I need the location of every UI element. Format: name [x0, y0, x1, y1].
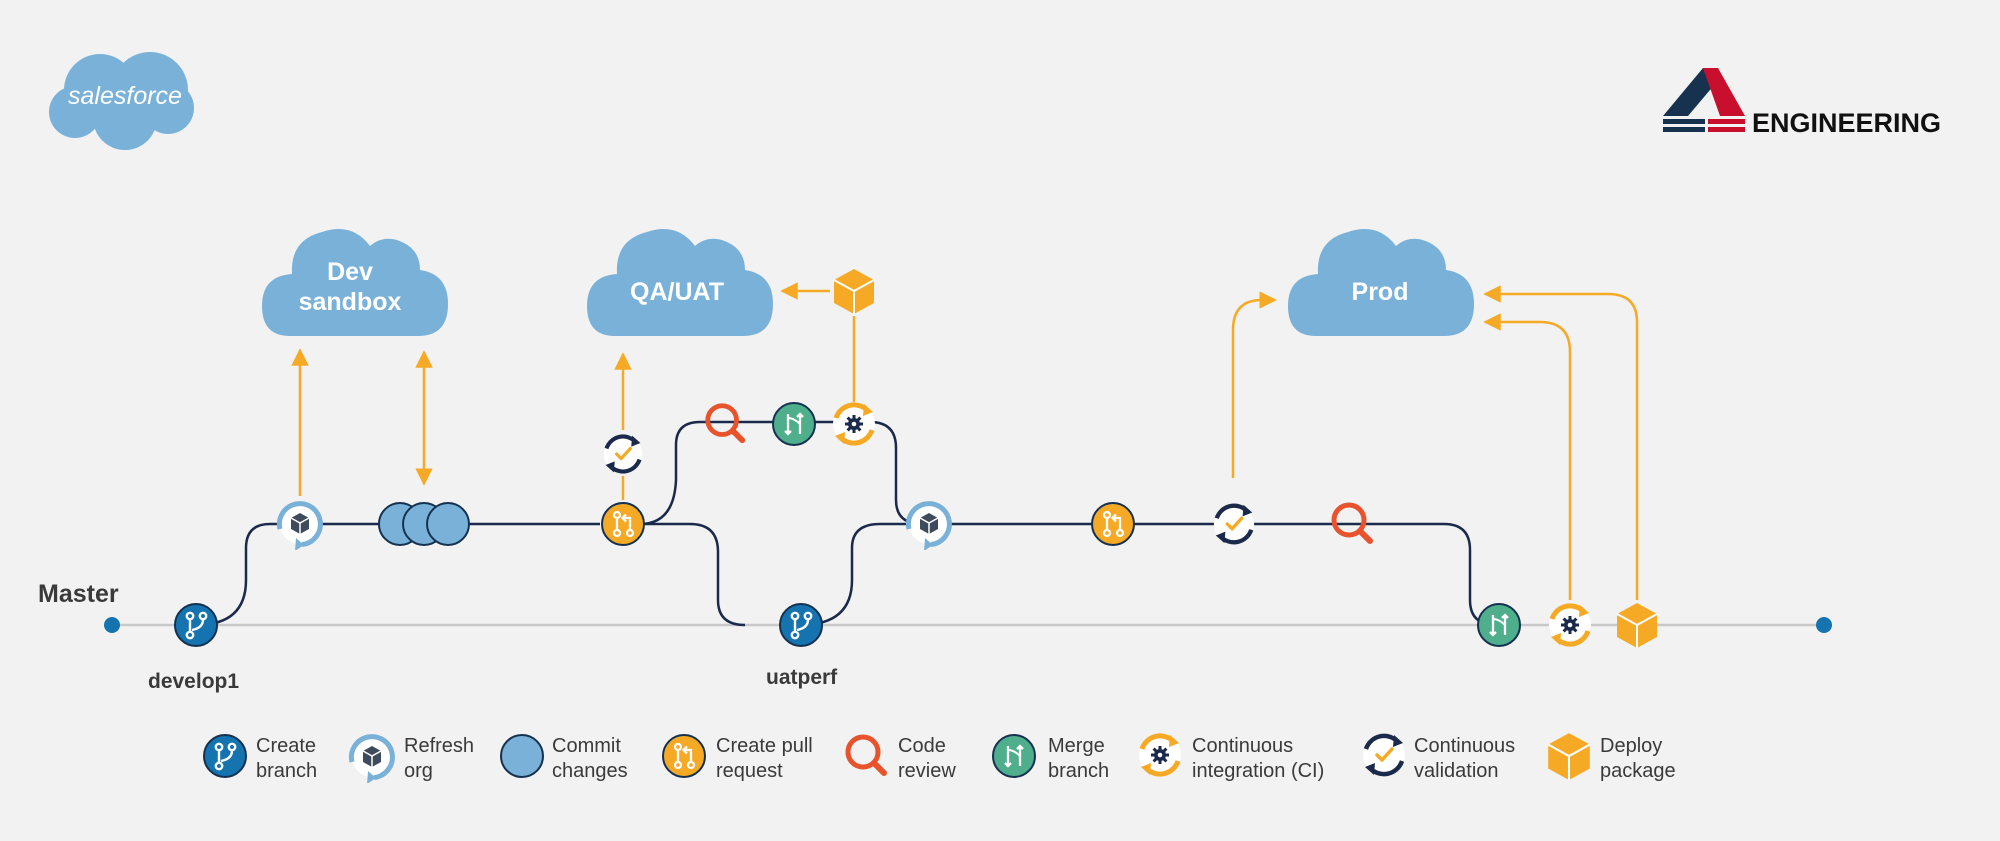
legend-label-line2: org [404, 760, 433, 782]
create-branch-icon [202, 733, 248, 779]
deployment-arrows [291, 282, 1639, 600]
dev-sandbox-label-line2: sandbox [299, 288, 402, 316]
prod-cloud: Prod [1288, 229, 1474, 336]
legend-item-continuous-validation: Continuous validation [1363, 734, 1515, 782]
commit-changes-icon [500, 734, 544, 778]
merge-branch-icon [771, 401, 817, 447]
salesforce-logo: salesforce [49, 52, 194, 150]
legend-label-line1: Continuous [1414, 735, 1515, 757]
develop-branch-label: develop1 [148, 670, 239, 693]
deploy-package-icon [1616, 602, 1658, 649]
continuous-integration-icon [833, 403, 875, 445]
continuous-validation-icon [1363, 734, 1405, 776]
legend-item-commit-changes: Commit changes [500, 734, 628, 782]
create-pull-request-icon [1090, 501, 1136, 547]
legend-label-line1: Deploy [1600, 735, 1662, 757]
prod-label: Prod [1352, 278, 1409, 306]
create-pull-request-icon [600, 501, 646, 547]
legend-item-refresh-org: Refresh org [351, 735, 474, 784]
legend-item-create-pull-request: Create pull request [661, 733, 813, 782]
master-label: Master [38, 580, 119, 608]
deploy-package-icon [1547, 732, 1591, 781]
merge-branch-icon [991, 733, 1037, 779]
legend-label-line2: changes [552, 760, 628, 782]
legend-label-line2: branch [1048, 760, 1109, 782]
deploy-package-icon [833, 268, 875, 315]
legend-label-line1: Code [898, 735, 946, 757]
legend-label-line2: integration (CI) [1192, 760, 1324, 782]
continuous-integration-icon [1139, 734, 1181, 776]
uat-branch-label: uatperf [766, 666, 838, 689]
arrow-deploy-to-prod [1483, 285, 1639, 600]
create-pull-request-icon [661, 733, 707, 779]
engineering-wordmark: ENGINEERING [1752, 108, 1941, 138]
create-branch-icon [778, 602, 824, 648]
legend-label-line2: branch [256, 760, 317, 782]
uat-branch-path [799, 522, 1497, 627]
legend-label-line1: Commit [552, 735, 621, 757]
legend-label-line1: Create [256, 735, 316, 757]
legend-label-line2: request [716, 760, 783, 782]
legend-label-line1: Refresh [404, 735, 474, 757]
dev-sandbox-label-line1: Dev [327, 258, 373, 286]
legend-label-line2: package [1600, 760, 1676, 782]
continuous-validation-icon [1214, 504, 1254, 544]
refresh-org-icon [908, 504, 949, 551]
qa-uat-cloud: QA/UAT [587, 229, 773, 336]
continuous-integration-icon [1549, 604, 1591, 646]
legend-label-line1: Merge [1048, 735, 1105, 757]
engineering-logo: ENGINEERING [1663, 68, 1941, 138]
develop-to-uat-path [640, 522, 746, 627]
continuous-validation-icon [604, 435, 643, 474]
dev-sandbox-cloud: Dev sandbox [262, 229, 448, 336]
salesforce-wordmark: salesforce [68, 82, 182, 110]
qa-uat-label: QA/UAT [630, 278, 724, 306]
refresh-org-icon [279, 504, 320, 551]
refresh-org-icon [351, 737, 392, 784]
legend-item-code-review: Code review [848, 735, 956, 782]
legend-label-line1: Create pull [716, 735, 813, 757]
code-review-icon [848, 737, 884, 773]
legend-label-line1: Continuous [1192, 735, 1293, 757]
feature-branch-path [639, 420, 923, 526]
legend-label-line2: validation [1414, 760, 1499, 782]
master-start-dot [104, 617, 120, 633]
master-end-dot [1816, 617, 1832, 633]
legend-item-merge-branch: Merge branch [991, 733, 1109, 782]
legend-label-line2: review [898, 760, 956, 782]
arrow-ci-to-prod [1483, 313, 1572, 600]
branch-paths [195, 420, 1497, 627]
legend-item-continuous-integration: Continuous integration (CI) [1139, 734, 1324, 782]
develop-branch-path [195, 522, 600, 627]
legend-item-create-branch: Create branch [202, 733, 317, 782]
merge-branch-icon [1476, 602, 1522, 648]
arrow-cv-to-prod [1231, 291, 1277, 478]
commit-changes-icon [426, 502, 470, 546]
legend-item-deploy-package: Deploy package [1547, 732, 1676, 782]
legend: Create branch Refresh org Commit changes… [202, 732, 1676, 784]
create-branch-icon [173, 602, 219, 648]
